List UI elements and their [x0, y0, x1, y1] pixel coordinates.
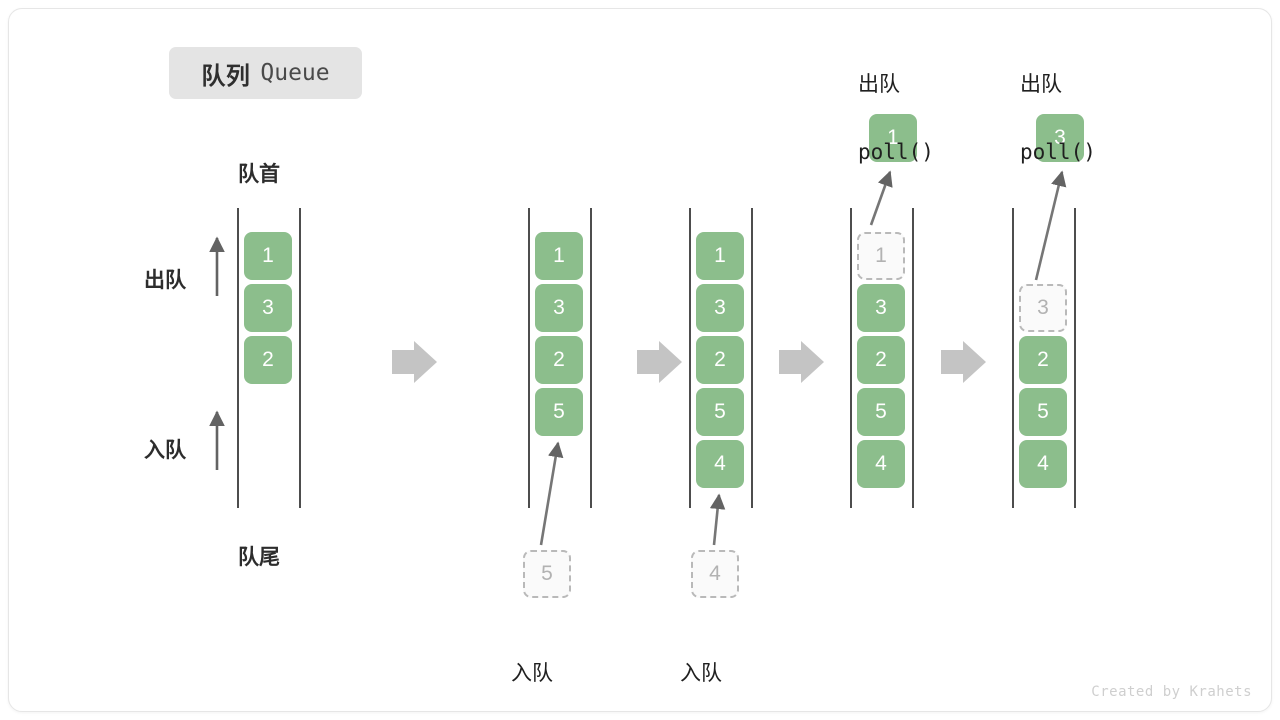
queue-cell: 1	[244, 232, 292, 280]
queue-cell: 4	[1019, 440, 1067, 488]
rail-left	[850, 208, 852, 508]
rail-left	[1012, 208, 1014, 508]
pending-offer-box-5: 5	[523, 550, 571, 598]
queue-cell: 1	[696, 232, 744, 280]
rail-right	[912, 208, 914, 508]
rail-right	[751, 208, 753, 508]
queue-cell: 1	[535, 232, 583, 280]
label-enqueue-direction: 入队	[144, 439, 186, 462]
poll-result-box-1: 1	[869, 114, 917, 162]
title-badge: 队列 Queue	[169, 47, 362, 99]
title-english: Queue	[260, 60, 330, 86]
queue-cell: 4	[696, 440, 744, 488]
queue-cell: 2	[696, 336, 744, 384]
op-label-poll1-code: poll()	[858, 140, 934, 164]
queue-cell: 2	[244, 336, 292, 384]
op-label-offer4: 入队 offer(4)	[680, 621, 781, 720]
queue-cell: 2	[1019, 336, 1067, 384]
op-label-offer4-chinese: 入队	[680, 662, 722, 685]
op-label-poll2-chinese: 出队	[1020, 73, 1062, 96]
queue-cell-removed: 3	[1019, 284, 1067, 332]
queue-cell: 5	[1019, 388, 1067, 436]
op-label-poll1: 出队 poll()	[858, 32, 934, 200]
rail-right	[299, 208, 301, 508]
op-label-poll2-code: poll()	[1020, 140, 1096, 164]
op-label-offer5-chinese: 入队	[511, 662, 553, 685]
op-label-poll1-chinese: 出队	[858, 73, 900, 96]
label-queue-tail: 队尾	[238, 546, 280, 569]
rail-left	[689, 208, 691, 508]
queue-cell: 2	[857, 336, 905, 384]
queue-cell: 2	[535, 336, 583, 384]
label-dequeue-direction: 出队	[144, 269, 186, 292]
rail-left	[237, 208, 239, 508]
queue-cell: 4	[857, 440, 905, 488]
queue-cell-removed: 1	[857, 232, 905, 280]
pending-offer-box-4: 4	[691, 550, 739, 598]
label-queue-head: 队首	[238, 163, 280, 186]
queue-cell: 3	[244, 284, 292, 332]
rail-right	[1074, 208, 1076, 508]
queue-cell: 3	[535, 284, 583, 332]
op-label-poll2: 出队 poll()	[1020, 32, 1096, 200]
rail-left	[528, 208, 530, 508]
rail-right	[590, 208, 592, 508]
poll-result-box-3: 3	[1036, 114, 1084, 162]
queue-cell: 5	[696, 388, 744, 436]
op-label-offer5: 入队 offer(5)	[511, 621, 612, 720]
queue-cell: 3	[857, 284, 905, 332]
queue-cell: 5	[535, 388, 583, 436]
title-chinese: 队列	[201, 62, 251, 90]
queue-cell: 3	[696, 284, 744, 332]
queue-cell: 5	[857, 388, 905, 436]
watermark: Created by Krahets	[1091, 684, 1252, 700]
